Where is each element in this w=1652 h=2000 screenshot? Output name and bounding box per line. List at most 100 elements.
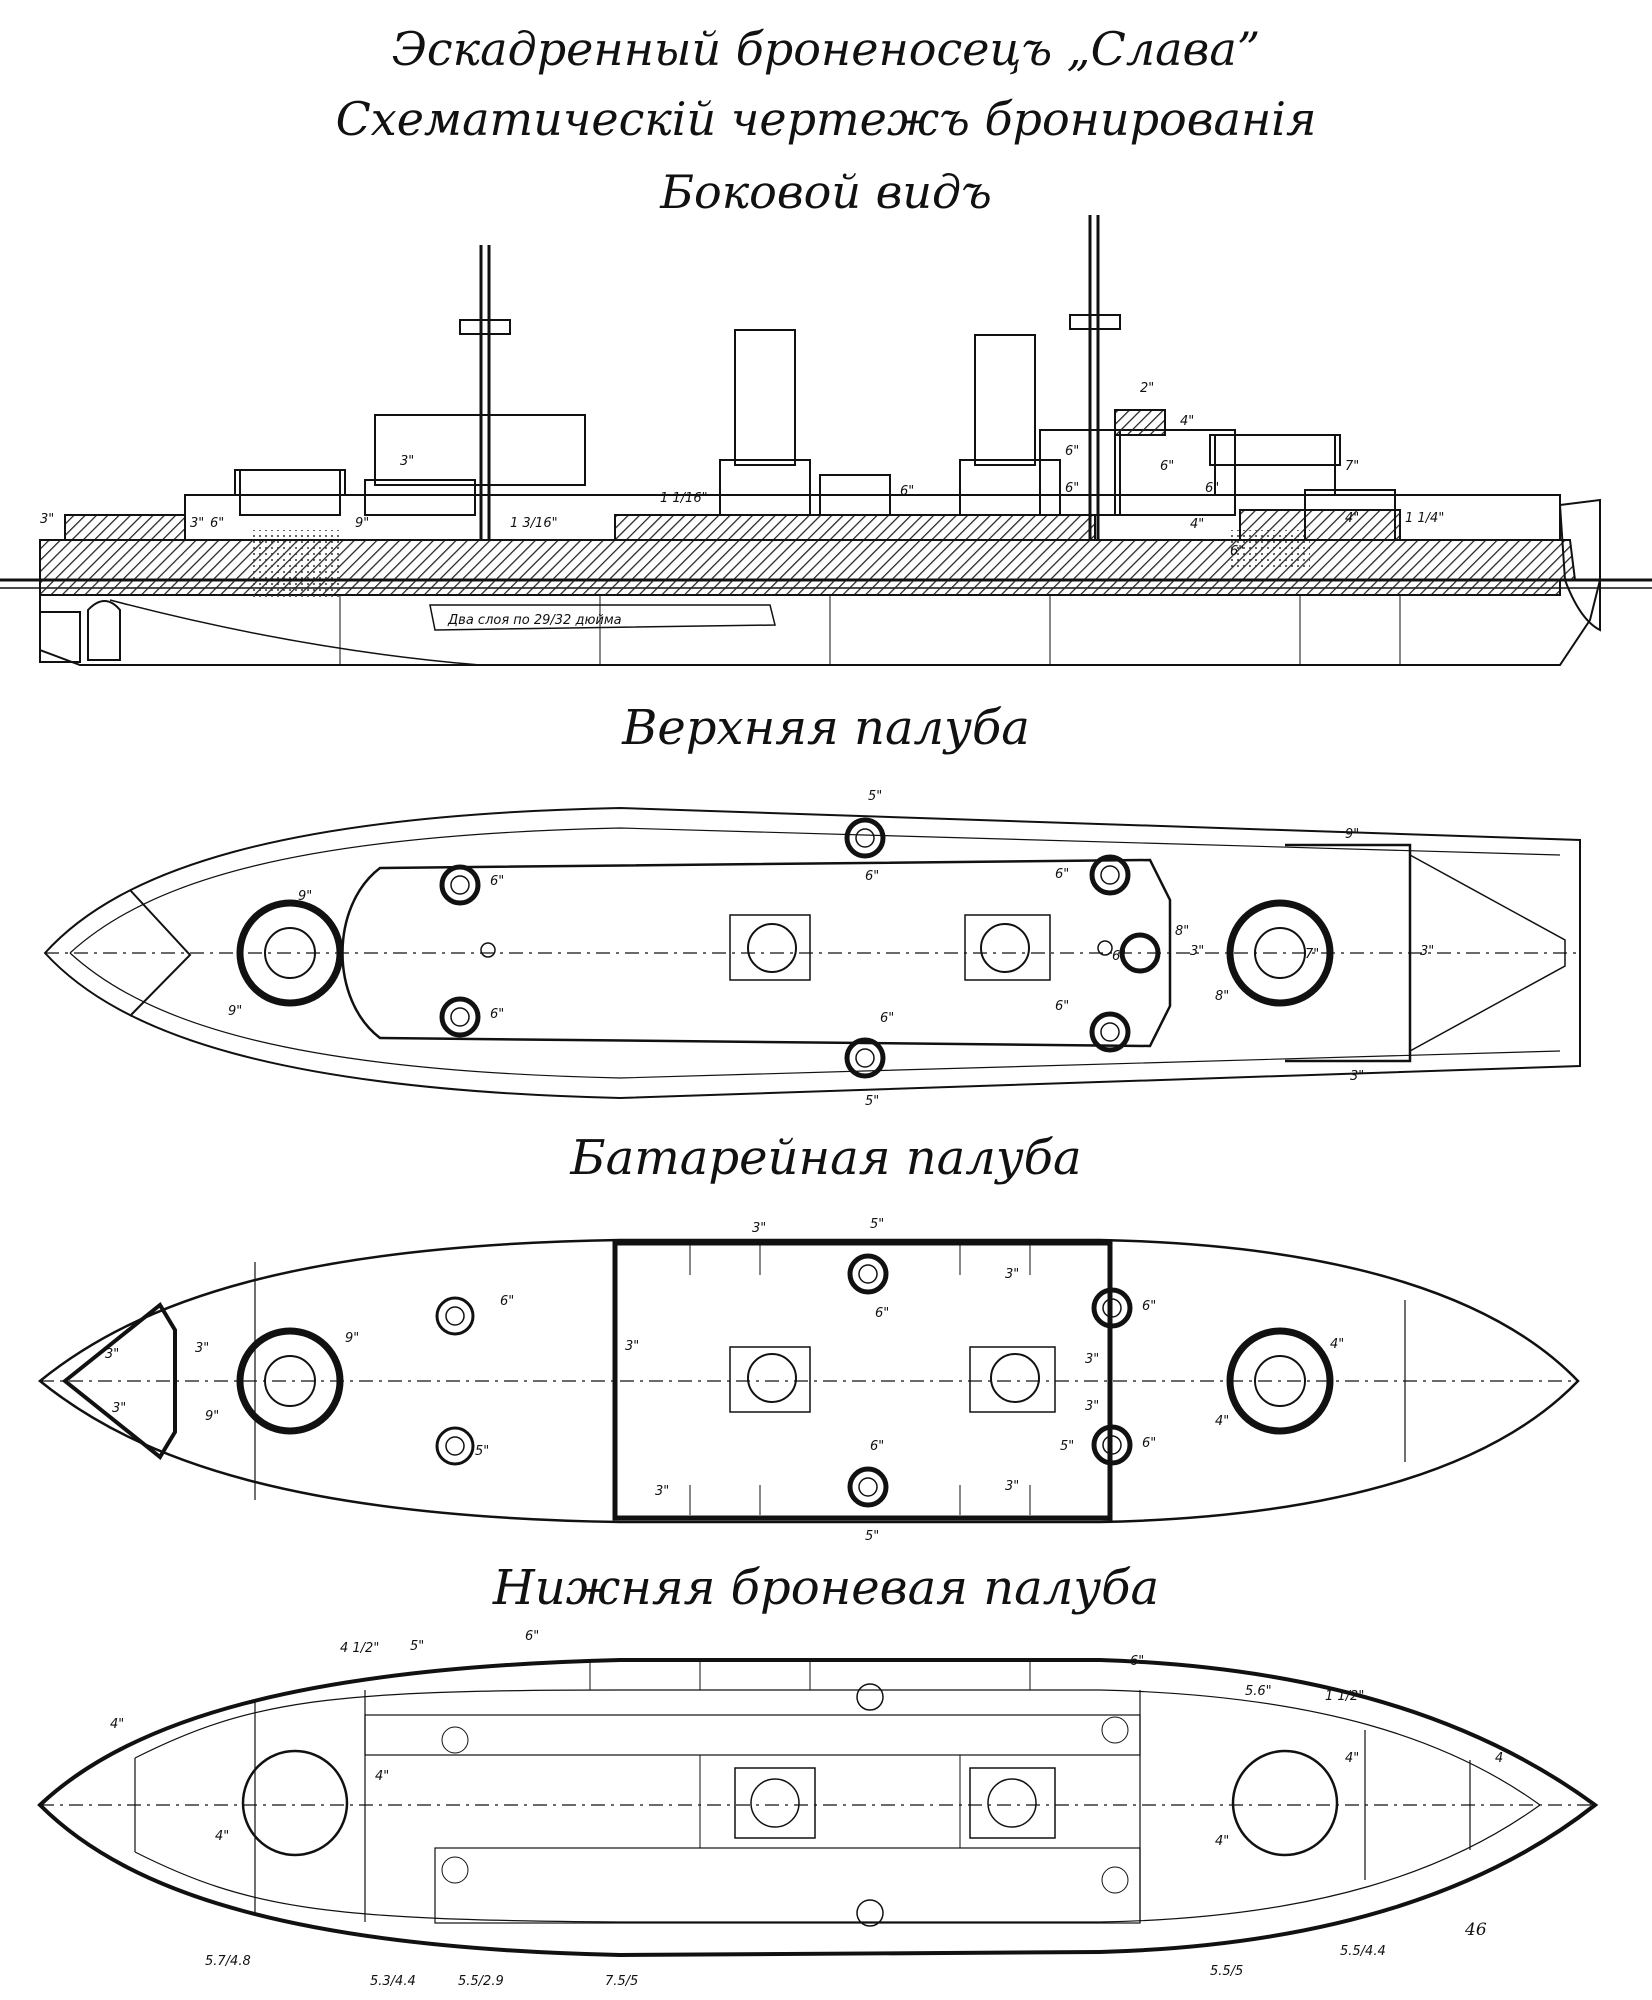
upper-label: 6" [865, 869, 879, 884]
side-label: 6" [1065, 481, 1079, 496]
fore-barbette-battery [1226, 1327, 1334, 1435]
fore-funnel [974, 334, 1036, 466]
battery-citadel [612, 1240, 1113, 1521]
conning-tower [1119, 932, 1161, 974]
lower-label: 4 1/2" [340, 1641, 379, 1656]
lower-fraction: 5.3/4.4 [370, 1974, 416, 1989]
citadel-outline-upper [341, 858, 1172, 1048]
battery-label: 5" [475, 1444, 489, 1459]
battery-label: 3" [1085, 1352, 1099, 1367]
lower-label: 4" [1345, 1751, 1359, 1766]
side-label: 1 1/4" [1405, 511, 1444, 526]
upper-deck-labels: 5" 6" 6" 6" 6" 6" 9" 9" 6" 6" 5" 8" 8" 7… [228, 789, 1434, 1109]
side-label: 6" [1065, 444, 1079, 459]
lower-label: 5" [410, 1639, 424, 1654]
battery-label: 3" [1005, 1479, 1019, 1494]
lower-label: 4 [1495, 1751, 1503, 1766]
side-label: 9" [355, 516, 369, 531]
side-view: Два слоя по 29/32 дюйма [0, 215, 1652, 666]
side-label: 2" [1140, 381, 1154, 396]
battery-label: 9" [205, 1409, 219, 1424]
rudder [39, 611, 81, 663]
side-label: 6" [1205, 481, 1219, 496]
battery-label: 3" [625, 1339, 639, 1354]
side-label: 6" [900, 484, 914, 499]
section-title-lower-armor-deck: Нижняя броневая палуба [492, 1560, 1160, 1616]
lower-label: 6" [1130, 1654, 1144, 1669]
lower-label: 4" [215, 1829, 229, 1844]
battery-label: 3" [655, 1484, 669, 1499]
side-label: 6" [1230, 544, 1244, 559]
battery-deck-labels: 3" 5" 3" 6" 9" 9" 3" 3" 3" 6" 5" 6" 3" 3… [105, 1217, 1344, 1544]
drawing-title-schematic: Схематическій чертежъ бронированія [335, 92, 1317, 146]
lower-deck-labels: 4 1/2" 5" 6" 6" 5.6" 1 1/2" 4" 4" 4" 4" … [110, 1629, 1503, 1989]
battery-label: 6" [1142, 1436, 1156, 1451]
battery-label: 3" [195, 1341, 209, 1356]
side-label: 4" [1345, 511, 1359, 526]
battery-label: 3" [1085, 1399, 1099, 1414]
drawing-title-side-view: Боковой видъ [660, 165, 992, 219]
upper-label: 5" [868, 789, 882, 804]
lower-fraction: 5.5/2.9 [458, 1974, 504, 1989]
upper-label: 3" [1190, 944, 1204, 959]
upper-label: 5" [865, 1094, 879, 1109]
upper-label: 6" [490, 874, 504, 889]
battery-label: 3" [112, 1401, 126, 1416]
battery-label: 5" [1060, 1439, 1074, 1454]
upper-label: 8" [1215, 989, 1229, 1004]
lower-fraction: 5.5/5 [1210, 1964, 1243, 1979]
aft-barbette-lower [241, 1749, 349, 1857]
fore-barbette-lower [1231, 1749, 1339, 1857]
side-label: 3" [40, 512, 54, 527]
battery-label: 6" [875, 1306, 889, 1321]
side-label: 3" [400, 454, 414, 469]
upper-label: 6" [1055, 999, 1069, 1014]
aft-turret [239, 469, 341, 516]
aft-barbette-battery [236, 1327, 344, 1435]
battery-label: 6" [1142, 1299, 1156, 1314]
side-label: 4" [1190, 517, 1204, 532]
battery-deck-plan [38, 1238, 1580, 1524]
battery-label: 5" [865, 1529, 879, 1544]
section-title-battery-deck: Батарейная палуба [570, 1130, 1082, 1186]
battery-label: 4" [1215, 1414, 1229, 1429]
battery-label: 6" [500, 1294, 514, 1309]
belt-note: Два слоя по 29/32 дюйма [447, 613, 622, 628]
lower-label: 1 1/2" [1325, 1689, 1364, 1704]
upper-belt-mid [614, 514, 1096, 541]
battery-label: 3" [1005, 1267, 1019, 1282]
section-title-upper-deck: Верхняя палуба [622, 700, 1030, 756]
side-label: 6" [210, 516, 224, 531]
side-view-labels: 3" 3" 6" 9" 3" 1 3/16" 1 1/16" 6" 2" 4" … [40, 381, 1444, 559]
battery-label: 5" [870, 1217, 884, 1232]
lower-deck-plan [37, 1658, 1599, 1958]
upper-label: 9" [228, 1004, 242, 1019]
side-label: 3" [190, 516, 204, 531]
lower-fraction: 5.5/4.4 [1340, 1944, 1386, 1959]
upper-label: 8" [1175, 924, 1189, 939]
battery-label: 4" [1330, 1337, 1344, 1352]
upper-label: 7" [1305, 947, 1319, 962]
lower-fraction: 7.5/5 [605, 1974, 638, 1989]
lower-label: 6" [525, 1629, 539, 1644]
drawing-title-ship: Эскадренный броненосецъ „Слава” [391, 22, 1261, 76]
battery-label: 9" [345, 1331, 359, 1346]
lower-fraction: 5.7/4.8 [205, 1954, 251, 1969]
lower-label: 4" [110, 1717, 124, 1732]
side-label: 6" [1160, 459, 1174, 474]
lower-label: 5.6" [1245, 1684, 1272, 1699]
page-mark: 46 [1464, 1920, 1487, 1940]
upper-belt-aft [64, 514, 186, 541]
side-label: 1 3/16" [510, 516, 558, 531]
upper-label: 3" [1420, 944, 1434, 959]
battery-label: 3" [752, 1221, 766, 1236]
upper-deck-outline [43, 806, 1581, 1100]
side-label: 4" [1180, 414, 1194, 429]
aft-funnel [734, 329, 796, 466]
upper-label: 9" [298, 889, 312, 904]
lower-deck-outline [37, 1658, 1599, 1958]
lower-label: 4" [1215, 1834, 1229, 1849]
upper-label: 6" [1055, 867, 1069, 882]
aft-barbette [236, 899, 344, 1007]
upper-label: 6" [880, 1011, 894, 1026]
